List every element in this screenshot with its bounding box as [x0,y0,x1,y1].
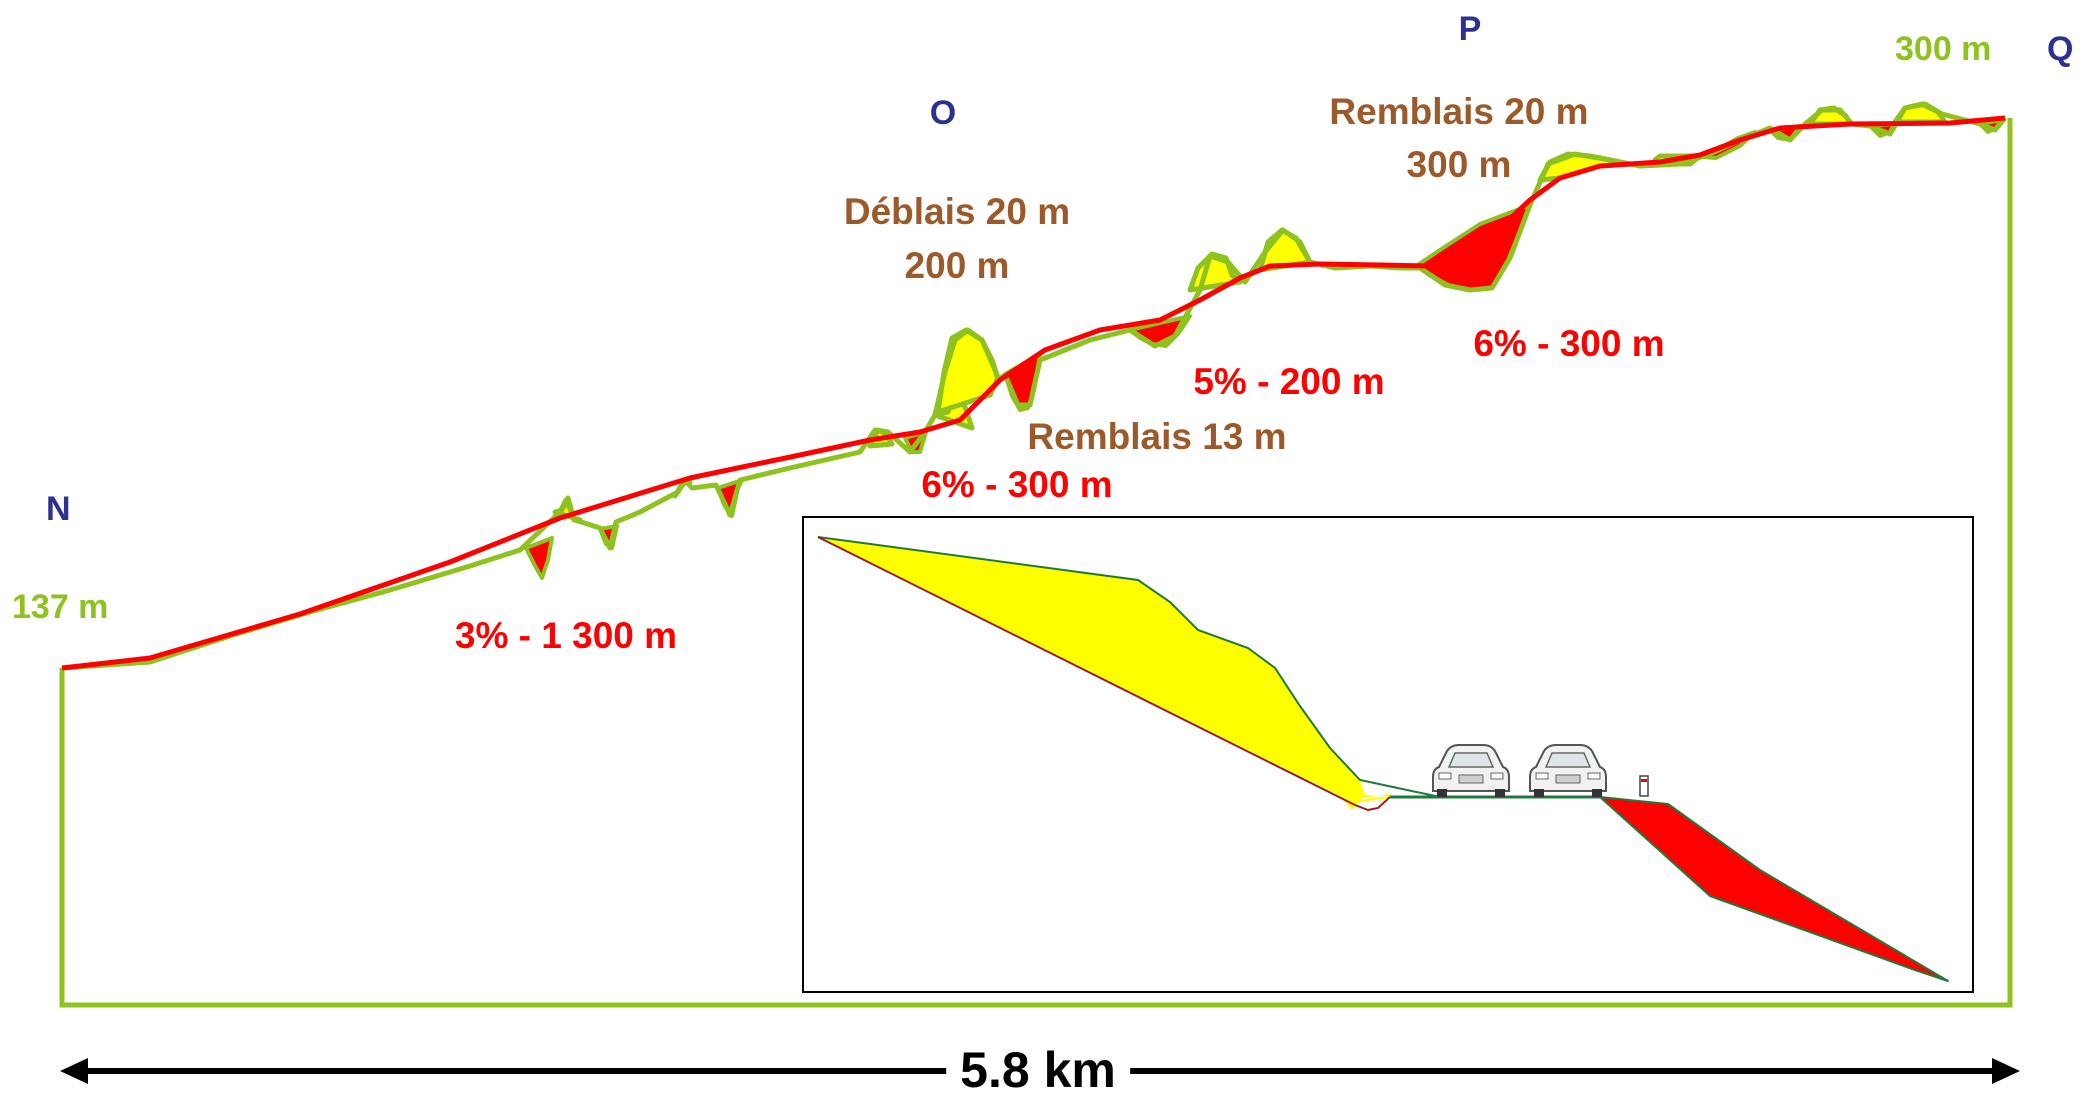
remblais-mid: Remblais 13 m [1027,416,1287,457]
grade-label-2: 6% - 300 m [921,464,1113,505]
car-icon [1529,744,1607,797]
road-marker-icon [1639,775,1649,797]
grade-label-3: 5% - 200 m [1193,361,1385,402]
point-label-n: N [46,490,71,528]
altitude-end: 300 m [1895,30,1992,68]
cross-section-cut-base [817,536,1391,812]
point-label-q: Q [2047,30,2074,68]
remblais-p-line2: 300 m [1406,144,1512,185]
cut-areas [552,101,1948,523]
terrain-line [61,101,2007,671]
grade-label-1: 3% - 1 300 m [454,615,678,656]
total-distance-label: 5.8 km [946,1045,1130,1095]
cross-section-cut-top [817,536,1441,798]
car-icon [1432,744,1510,797]
fill-area [524,536,554,580]
deblais-o-line1: Déblais 20 m [843,191,1071,232]
profile-frame [59,118,2013,1008]
remblais-p-line1: Remblais 20 m [1329,91,1589,132]
cross-section-fill [1599,796,1949,982]
fill-areas [524,118,2004,580]
point-label-p: P [1458,10,1482,48]
road-line [61,115,2006,671]
grade-label-4: 6% - 300 m [1473,323,1665,364]
point-label-o: O [929,94,957,132]
deblais-o-line2: 200 m [904,245,1010,286]
altitude-start: 137 m [12,588,109,626]
cross-section-cut [818,537,1398,810]
